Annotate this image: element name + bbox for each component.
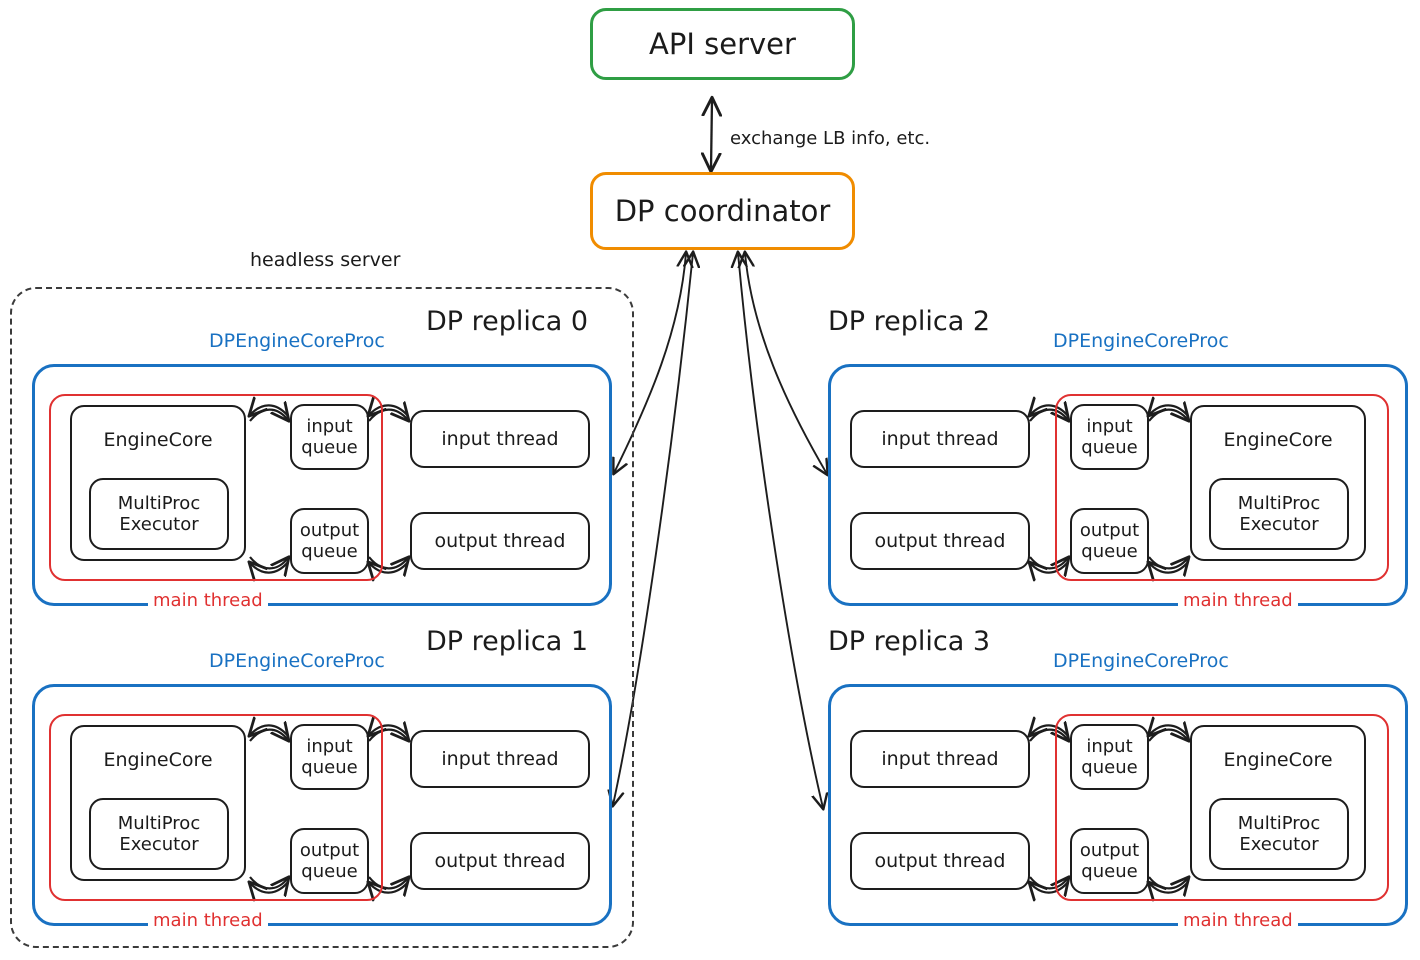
output-queue-line-2: queue [301,541,358,562]
replica-0-engine-core[interactable]: EngineCore [70,405,246,561]
multiproc-line-2: Executor [119,834,199,855]
output-queue-line-1: output [1079,519,1140,541]
edge-coordinator-replica-2 [745,253,827,474]
replica-1-proc-box [32,684,612,926]
input-queue-line-2: queue [301,757,358,778]
replica-2-proc-label: DPEngineCoreProc [1053,330,1229,352]
engine-core-label: EngineCore [103,749,213,771]
replica-2-input-thread[interactable]: input thread [850,410,1030,468]
replica-2-title: DP replica 2 [828,306,991,337]
output-queue-line-2: queue [1081,541,1138,562]
replica-2-input-queue[interactable]: input queue [1070,404,1149,470]
input-queue-line-2: queue [1081,757,1138,778]
replica-0-main-thread-label: main thread [148,590,268,611]
replica-0-input-thread[interactable]: input thread [410,410,590,468]
output-thread-label: output thread [874,529,1006,552]
api-server-node[interactable]: API server [590,8,855,80]
replica-1-main-thread-box [49,714,383,901]
output-queue-line-2: queue [301,861,358,882]
headless-server-label: headless server [250,249,401,271]
replica-3-output-thread[interactable]: output thread [850,832,1030,890]
multiproc-line-1: MultiProc [1237,812,1321,834]
output-queue-line-2: queue [1081,861,1138,882]
replica-1-title: DP replica 1 [426,626,589,657]
multiproc-line-1: MultiProc [117,812,201,834]
output-thread-label: output thread [874,849,1006,872]
replica-1-proc-label: DPEngineCoreProc [209,650,385,672]
replica-1-output-thread[interactable]: output thread [410,832,590,890]
dp-coordinator-node[interactable]: DP coordinator [590,172,855,250]
replica-1-engine-core[interactable]: EngineCore [70,725,246,881]
exchange-info-label: exchange LB info, etc. [730,128,931,149]
multiproc-line-2: Executor [1239,514,1319,535]
input-queue-line-2: queue [1081,437,1138,458]
replica-0-output-queue[interactable]: output queue [290,508,369,574]
replica-0-input-queue[interactable]: input queue [290,404,369,470]
replica-0-main-thread-box [49,394,383,581]
input-thread-label: input thread [881,427,999,450]
input-queue-line-1: input [1086,415,1133,437]
headless-server-boundary [10,287,634,948]
replica-1-input-thread[interactable]: input thread [410,730,590,788]
replica-3-proc-box [828,684,1408,926]
replica-3-input-thread[interactable]: input thread [850,730,1030,788]
engine-core-label: EngineCore [103,429,213,451]
replica-2-output-thread[interactable]: output thread [850,512,1030,570]
replica-2-multiproc-executor[interactable]: MultiProc Executor [1209,478,1349,550]
replica-2-engine-core[interactable]: EngineCore [1190,405,1366,561]
api-server-label: API server [649,26,796,61]
output-queue-line-1: output [299,839,360,861]
replica-2-proc-box [828,364,1408,606]
input-thread-label: input thread [441,427,559,450]
replica-2-main-thread-box [1055,394,1389,581]
multiproc-line-2: Executor [119,514,199,535]
replica-3-output-queue[interactable]: output queue [1070,828,1149,894]
dp-coordinator-label: DP coordinator [614,193,831,228]
replica-3-main-thread-box [1055,714,1389,901]
replica-3-input-queue[interactable]: input queue [1070,724,1149,790]
replica-1-input-queue[interactable]: input queue [290,724,369,790]
edge-api-coordinator [711,99,712,170]
multiproc-line-1: MultiProc [1237,492,1321,514]
replica-1-main-thread-label: main thread [148,910,268,931]
replica-3-multiproc-executor[interactable]: MultiProc Executor [1209,798,1349,870]
input-queue-line-1: input [1086,735,1133,757]
output-thread-label: output thread [434,529,566,552]
replica-0-proc-box [32,364,612,606]
edge-coordinator-replica-3 [738,253,823,808]
replica-2-main-thread-label: main thread [1178,590,1298,611]
replica-2-output-queue[interactable]: output queue [1070,508,1149,574]
replica-3-proc-label: DPEngineCoreProc [1053,650,1229,672]
output-queue-line-1: output [1079,839,1140,861]
replica-3-main-thread-label: main thread [1178,910,1298,931]
input-queue-line-1: input [306,415,353,437]
input-thread-label: input thread [441,747,559,770]
engine-core-label: EngineCore [1223,749,1333,771]
multiproc-line-1: MultiProc [117,492,201,514]
replica-0-proc-label: DPEngineCoreProc [209,330,385,352]
replica-0-output-thread[interactable]: output thread [410,512,590,570]
output-thread-label: output thread [434,849,566,872]
replica-1-multiproc-executor[interactable]: MultiProc Executor [89,798,229,870]
input-queue-line-2: queue [301,437,358,458]
replica-0-title: DP replica 0 [426,306,589,337]
replica-3-title: DP replica 3 [828,626,991,657]
engine-core-label: EngineCore [1223,429,1333,451]
replica-3-engine-core[interactable]: EngineCore [1190,725,1366,881]
multiproc-line-2: Executor [1239,834,1319,855]
replica-1-output-queue[interactable]: output queue [290,828,369,894]
input-thread-label: input thread [881,747,999,770]
replica-0-multiproc-executor[interactable]: MultiProc Executor [89,478,229,550]
output-queue-line-1: output [299,519,360,541]
input-queue-line-1: input [306,735,353,757]
